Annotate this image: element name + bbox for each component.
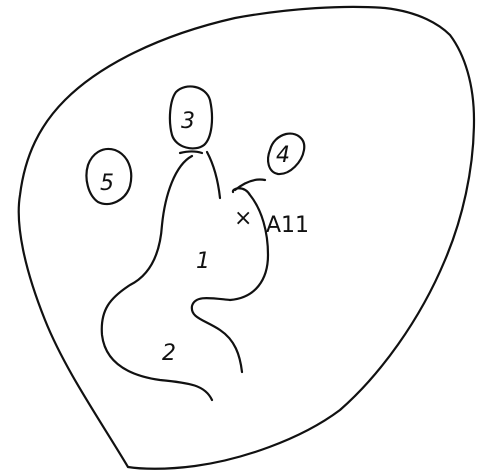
region-2-label: 2 bbox=[162, 341, 176, 366]
central-region-inner-edge bbox=[192, 188, 268, 372]
outer-boundary bbox=[19, 7, 474, 469]
marker-a11-label: A11 bbox=[266, 213, 309, 238]
region-5-label: 5 bbox=[100, 171, 114, 196]
region-3-label: 3 bbox=[181, 109, 195, 134]
region-4-label: 4 bbox=[276, 143, 290, 168]
region-3-stem bbox=[180, 152, 202, 154]
marker-cross: × bbox=[234, 206, 252, 231]
right-edge-stroke bbox=[207, 152, 220, 198]
central-region-outline bbox=[102, 156, 212, 400]
region-1-label: 1 bbox=[196, 249, 210, 274]
